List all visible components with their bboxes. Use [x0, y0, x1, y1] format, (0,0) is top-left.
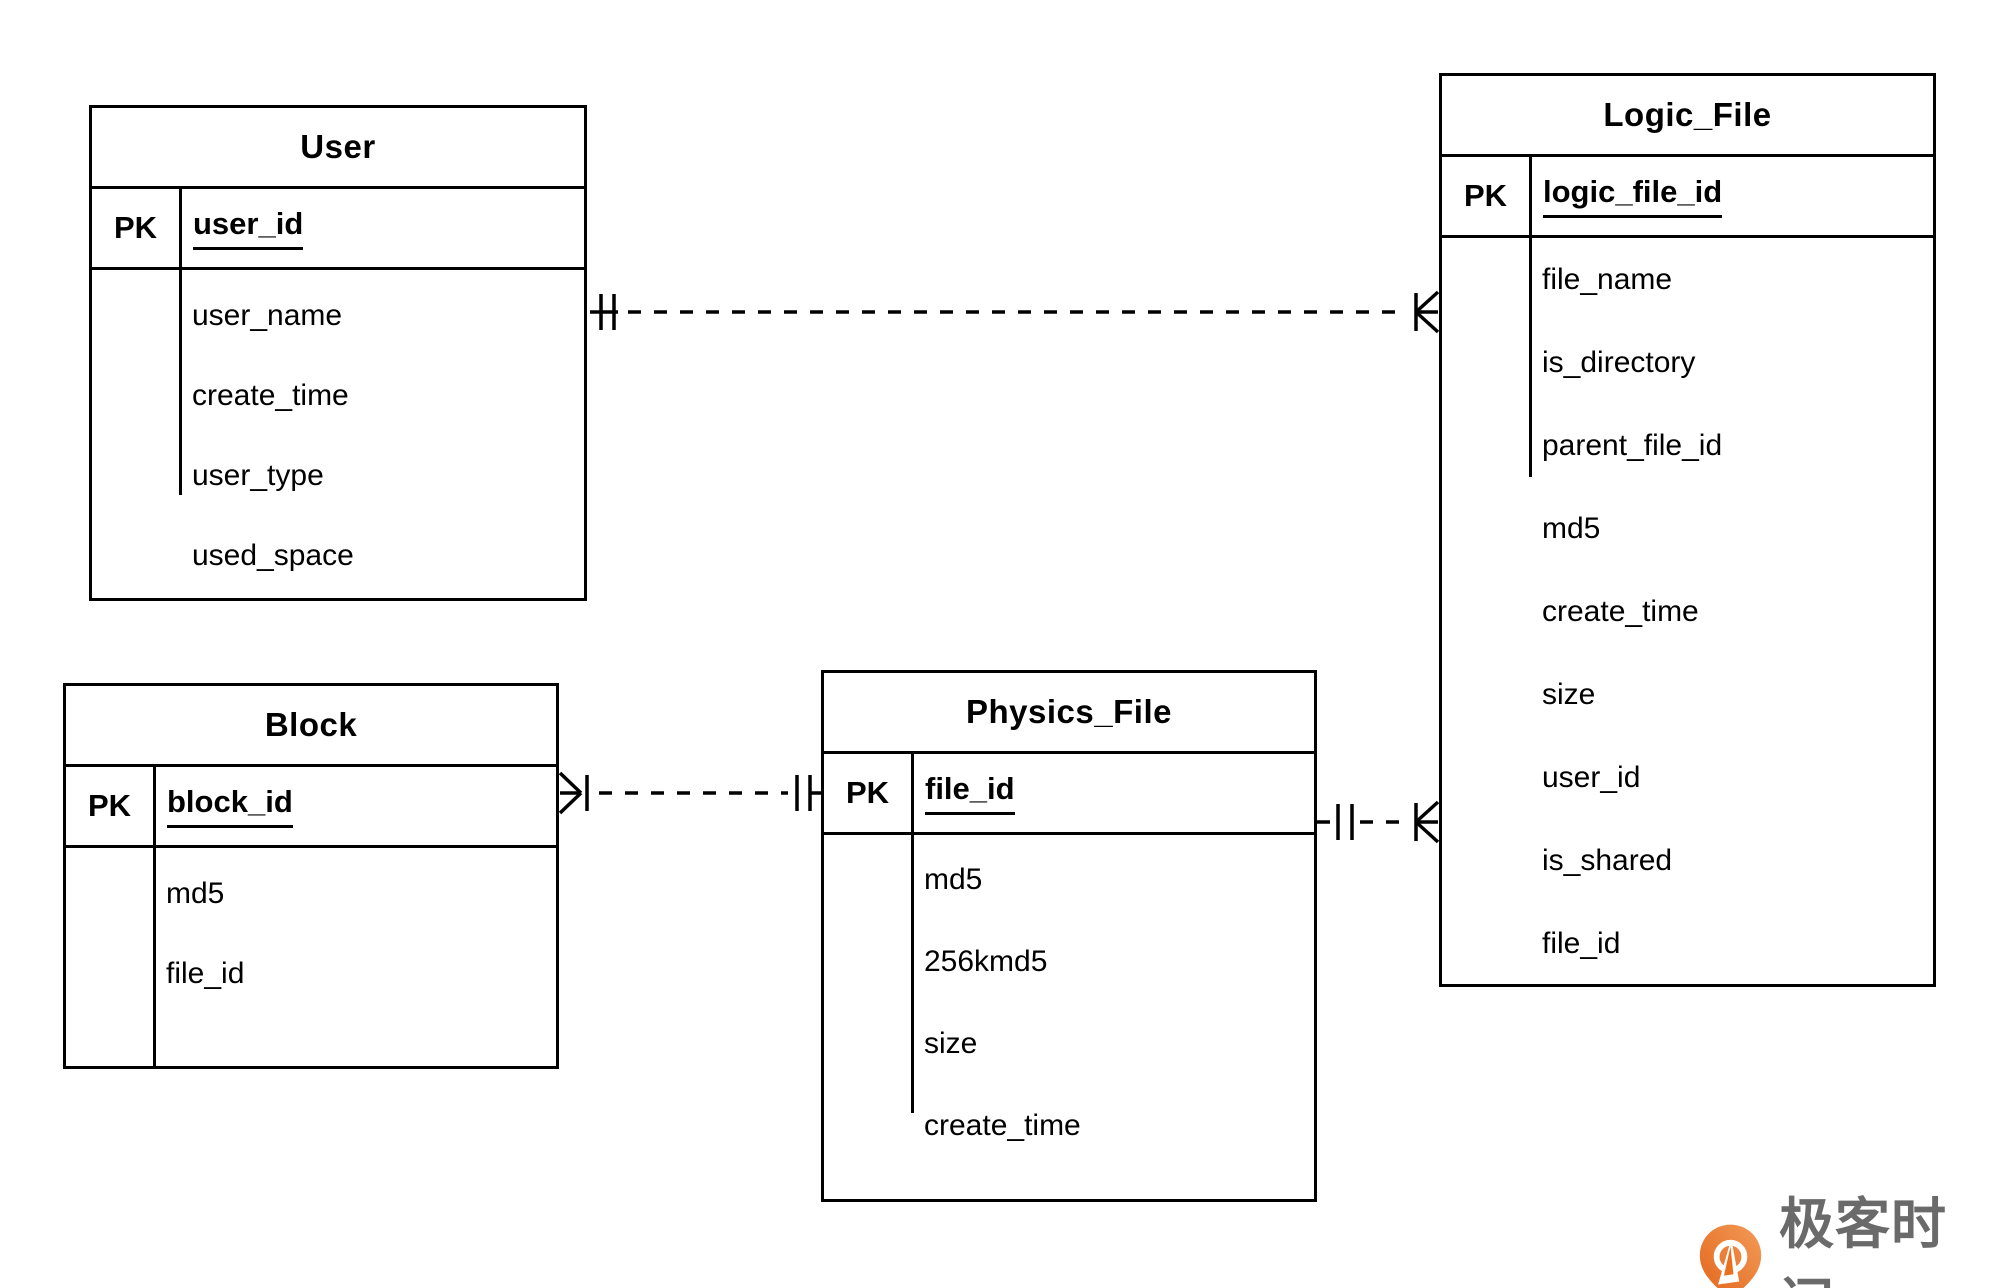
field-user_name: user_name	[192, 299, 343, 332]
field-list: user_name create_time user_type used_space	[92, 270, 584, 596]
relation-user-to-logic-file	[590, 290, 1440, 334]
field-md5: md5	[924, 863, 983, 896]
crow-foot-icon	[558, 791, 583, 815]
pk-row: PK logic_file_id	[1442, 157, 1933, 238]
field-list: md5 256kmd5 size create_time	[824, 835, 1314, 1167]
field-size: size	[924, 1027, 978, 1060]
relation-block-to-physics-file	[558, 771, 821, 815]
crow-foot-icon	[1414, 820, 1440, 844]
field-is_directory: is_directory	[1542, 345, 1696, 379]
entity-box-logic-file: Logic_File PK logic_file_id file_name is_…	[1439, 73, 1936, 987]
field-list: md5 file_id	[66, 848, 556, 1014]
entity-title: User	[92, 108, 584, 189]
field-user_type: user_type	[192, 459, 324, 492]
entity-box-physics-file: Physics_File PK file_id md5 256kmd5 size cr…	[821, 670, 1317, 1202]
pk-field-name: file_id	[911, 771, 1015, 815]
field-size: size	[1542, 677, 1596, 711]
pk-row: PK file_id	[824, 754, 1314, 835]
pk-field-name: user_id	[179, 206, 304, 250]
pk-field-name: block_id	[153, 784, 293, 828]
field-md5: md5	[166, 877, 225, 910]
crow-foot-icon	[1414, 290, 1440, 314]
field-file_id: file_id	[166, 957, 245, 990]
pk-column-divider	[153, 767, 156, 1066]
field-md5: md5	[1542, 511, 1601, 545]
geektime-logo-icon	[1699, 1224, 1762, 1288]
crow-foot-icon	[1414, 310, 1440, 334]
pk-row: PK block_id	[66, 767, 556, 848]
field-256kmd5: 256kmd5	[924, 945, 1048, 978]
pk-column-divider	[911, 754, 914, 1113]
field-create_time: create_time	[1542, 594, 1699, 628]
pk-row: PK user_id	[92, 189, 584, 270]
field-user_id: user_id	[1542, 760, 1641, 794]
pk-field-name: logic_file_id	[1529, 174, 1723, 218]
geektime-logo: 极客时间	[1694, 1184, 2000, 1288]
field-create_time: create_time	[924, 1109, 1081, 1142]
crow-foot-icon	[1414, 800, 1440, 824]
field-create_time: create_time	[192, 379, 349, 412]
field-is_shared: is_shared	[1542, 843, 1673, 877]
entity-title: Block	[66, 686, 556, 767]
entity-title: Logic_File	[1442, 76, 1933, 157]
pk-label: PK	[845, 775, 890, 810]
entity-box-block: Block PK block_id md5 file_id	[63, 683, 559, 1069]
pk-column-divider	[1529, 157, 1532, 477]
pk-label: PK	[87, 788, 132, 823]
field-parent_file_id: parent_file_id	[1542, 428, 1723, 462]
field-list: file_name is_directory parent_file_id md5 cr…	[1442, 238, 1933, 985]
field-used_space: used_space	[192, 539, 354, 572]
pk-column-divider	[179, 189, 182, 495]
relation-physics-file-to-logic-file	[1317, 800, 1440, 844]
geektime-logo-text: 极客时间	[1779, 1193, 1948, 1288]
crow-foot-icon	[558, 771, 583, 795]
entity-title: Physics_File	[824, 673, 1314, 754]
pk-label: PK	[1463, 178, 1508, 213]
field-file_id: file_id	[1542, 926, 1621, 960]
field-file_name: file_name	[1542, 262, 1673, 296]
pk-label: PK	[113, 210, 158, 245]
